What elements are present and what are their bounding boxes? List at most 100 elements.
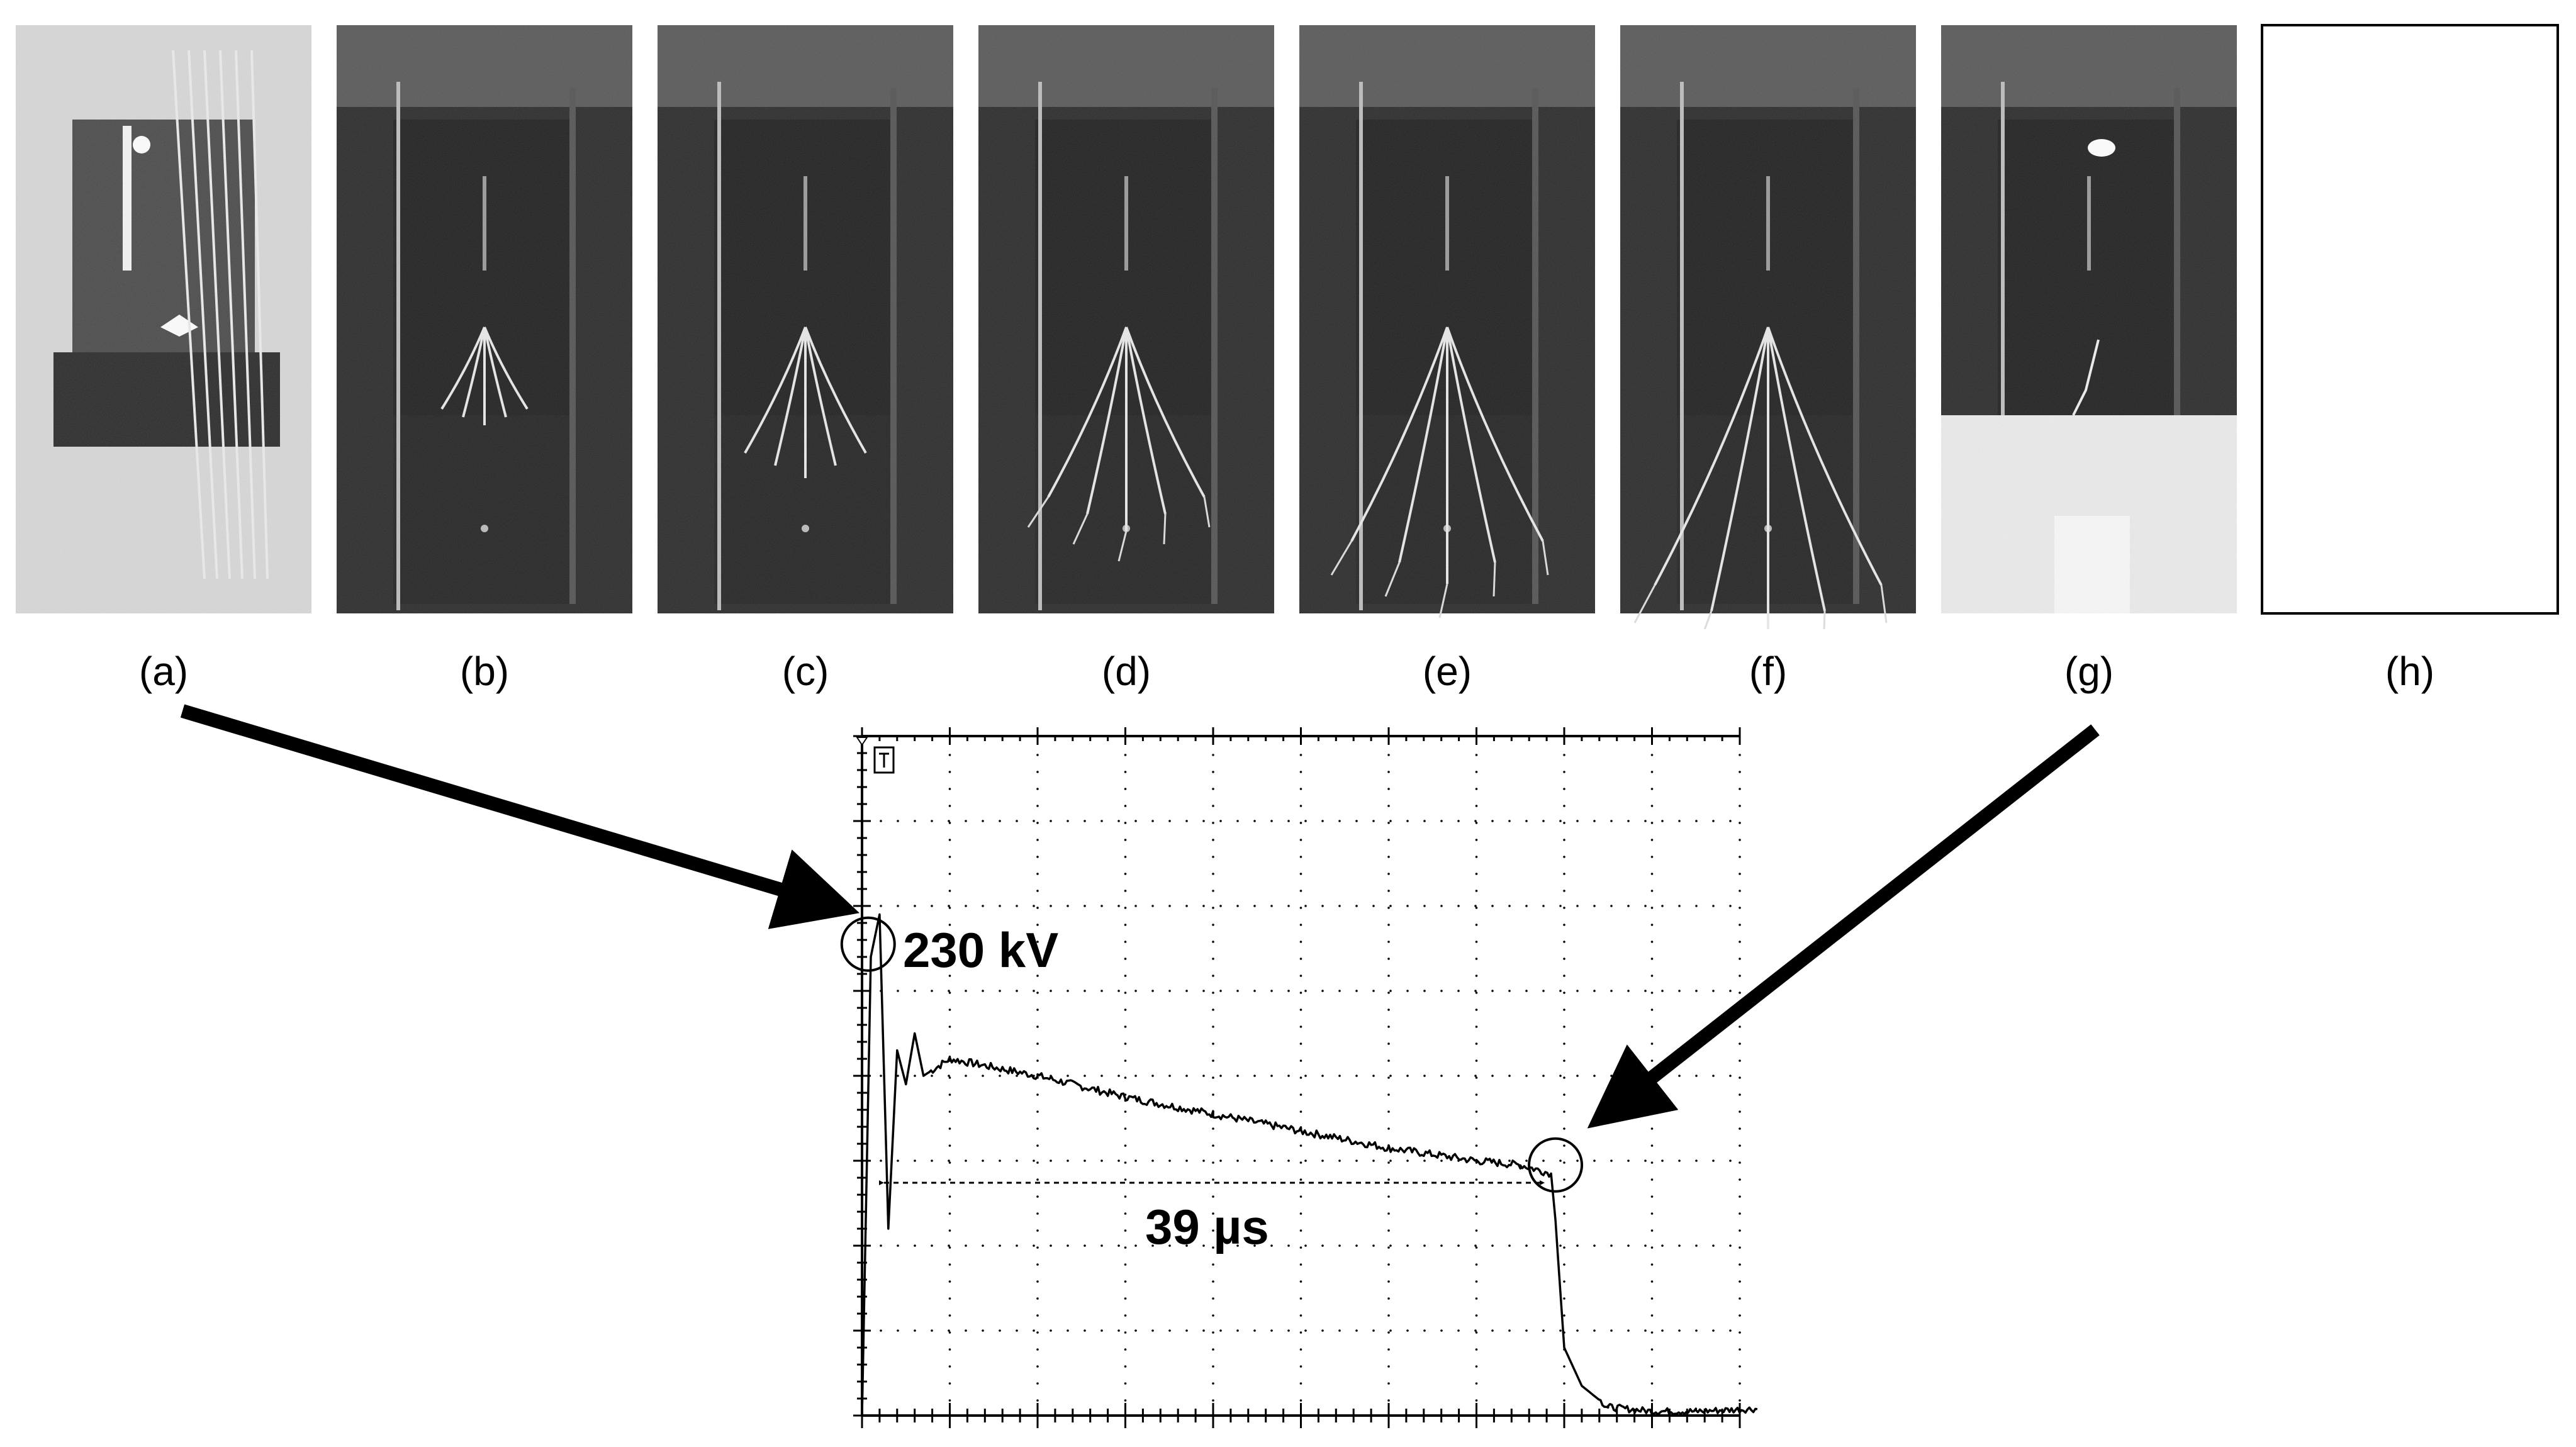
grid-dot (948, 1263, 951, 1266)
grid-dot (1650, 754, 1654, 756)
grid-dot (931, 1244, 933, 1247)
grid-dot (1134, 820, 1137, 822)
grid-dot (982, 990, 984, 992)
grid-dot (1457, 990, 1460, 992)
grid-dot (1440, 1244, 1443, 1247)
grid-dot (1124, 1042, 1127, 1045)
grid-dot (1219, 820, 1222, 822)
grid-dot (1739, 1076, 1741, 1079)
grid-dot (1067, 820, 1069, 822)
grid-dot (1475, 1399, 1478, 1402)
trigger-marker-glyph (879, 752, 889, 768)
grid-dot (1650, 1348, 1654, 1351)
grid-dot (1739, 958, 1741, 960)
grid-dot (1712, 820, 1715, 822)
grid-dot (1610, 1244, 1613, 1247)
grid-dot (1124, 924, 1127, 926)
grid-dot (1475, 1195, 1478, 1198)
grid-dot (1423, 1329, 1426, 1332)
grid-dot (948, 890, 951, 892)
grid-dot (1036, 975, 1039, 977)
grid-dot (1387, 890, 1390, 892)
grid-dot (1650, 873, 1654, 875)
grid-dot (1321, 1329, 1324, 1332)
grid-dot (1650, 975, 1654, 977)
grid-dot (1050, 905, 1052, 907)
grid-dot (1372, 820, 1375, 822)
grid-dot (1372, 1244, 1375, 1247)
grid-dot (1299, 1178, 1302, 1181)
grid-dot (1440, 990, 1443, 992)
grid-dot (1168, 1159, 1171, 1162)
grid-dot (1117, 1159, 1120, 1162)
grid-dot (1016, 820, 1018, 822)
grid-dot (1036, 1365, 1039, 1368)
grid-dot (1712, 990, 1715, 992)
grid-dot (1067, 1244, 1069, 1247)
grid-dot (948, 905, 950, 907)
grid-dot (999, 905, 1001, 907)
grid-dot (1212, 1399, 1214, 1402)
grid-dot (1678, 1075, 1681, 1077)
grid-dot (1212, 1093, 1214, 1096)
arrow-frame-g-to-collapse (1587, 724, 2100, 1129)
grid-dot (1644, 1329, 1647, 1332)
grid-dot (1016, 990, 1018, 992)
grid-dot (1563, 1314, 1565, 1317)
grid-dot (1739, 1297, 1741, 1300)
grid-dot (1644, 1159, 1647, 1162)
grid-dot (1542, 905, 1545, 907)
grid-dot (1299, 958, 1302, 960)
grid-dot (1212, 890, 1214, 892)
grid-dot (1253, 820, 1256, 822)
grid-dot (1236, 1329, 1239, 1332)
grid-dot (897, 1075, 899, 1077)
grid-dot (1491, 1075, 1494, 1077)
grid-dot (1387, 992, 1390, 994)
grid-dot (1100, 1075, 1103, 1077)
grid-dot (1050, 820, 1052, 822)
grid-dot (914, 1244, 916, 1247)
grid-dot (1338, 905, 1341, 907)
grid-dot (1475, 1263, 1478, 1266)
grid-dot (1475, 958, 1478, 960)
grid-dot (1661, 1159, 1664, 1162)
duration-label: 39 µs (1145, 1199, 1269, 1254)
grid-dot (1491, 990, 1494, 992)
grid-dot (1563, 839, 1565, 841)
trigger-arrow-icon (856, 737, 868, 746)
grid-dot (1650, 907, 1654, 909)
grid-dot (1036, 907, 1039, 909)
grid-dot (1299, 788, 1302, 790)
grid-dot (1423, 1075, 1426, 1077)
grid-dot (1475, 822, 1478, 824)
grid-dot (1299, 1059, 1302, 1062)
grid-dot (1372, 1159, 1375, 1162)
grid-dot (897, 1329, 899, 1332)
grid-dot (1678, 820, 1681, 822)
grid-dot (1124, 771, 1127, 773)
grid-dot (1124, 975, 1127, 977)
grid-dot (1474, 990, 1477, 992)
grid-dot (1563, 907, 1565, 909)
grid-dot (1475, 1008, 1478, 1011)
grid-dot (1033, 1159, 1035, 1162)
grid-dot (1387, 1263, 1390, 1266)
grid-dot (1016, 1329, 1018, 1332)
grid-dot (1739, 907, 1741, 909)
grid-dot (1212, 1382, 1214, 1385)
grid-dot (880, 1075, 882, 1077)
grid-dot (1124, 1008, 1127, 1011)
grid-dot (1270, 1244, 1273, 1247)
grid-dot (1475, 1280, 1478, 1283)
grid-dot (1563, 805, 1565, 807)
grid-dot (1299, 992, 1302, 994)
grid-dot (880, 1329, 882, 1332)
grid-dot (1299, 822, 1302, 824)
grid-dot (1124, 1195, 1127, 1198)
grid-dot (1650, 839, 1654, 841)
grid-dot (1695, 1329, 1698, 1332)
grid-dot (1270, 1075, 1273, 1077)
grid-dot (1695, 905, 1698, 907)
grid-dot (1124, 822, 1127, 824)
